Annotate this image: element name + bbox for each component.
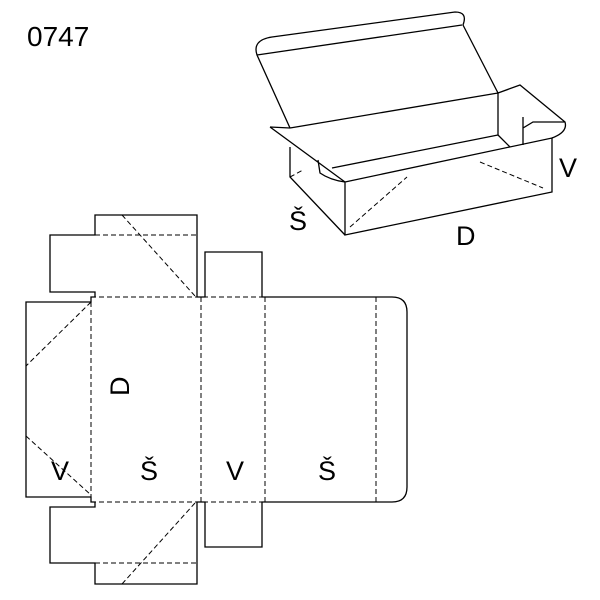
- length-label: D: [456, 221, 476, 251]
- net-panel-label-v: V: [226, 456, 244, 486]
- net-panel-label-s-1: Š: [140, 455, 158, 486]
- height-label: V: [559, 153, 577, 183]
- width-label: Š: [289, 205, 307, 236]
- net-panel-label-v-left: V: [51, 456, 69, 486]
- flat-net: D V Š V Š: [25, 214, 408, 585]
- net-panel-label-s-2: Š: [318, 455, 336, 486]
- lid: [255, 11, 499, 129]
- box-code: 0747: [27, 21, 89, 52]
- crease-lines: [289, 161, 544, 228]
- right-flap: [497, 84, 567, 148]
- net-length-label: D: [105, 377, 135, 397]
- left-side: [269, 126, 346, 236]
- front-panel: [344, 137, 553, 236]
- fold-lines: [25, 214, 377, 585]
- assembled-box: Š D V: [255, 11, 577, 251]
- net-outline: [25, 214, 408, 585]
- back-top-edge: [289, 92, 499, 169]
